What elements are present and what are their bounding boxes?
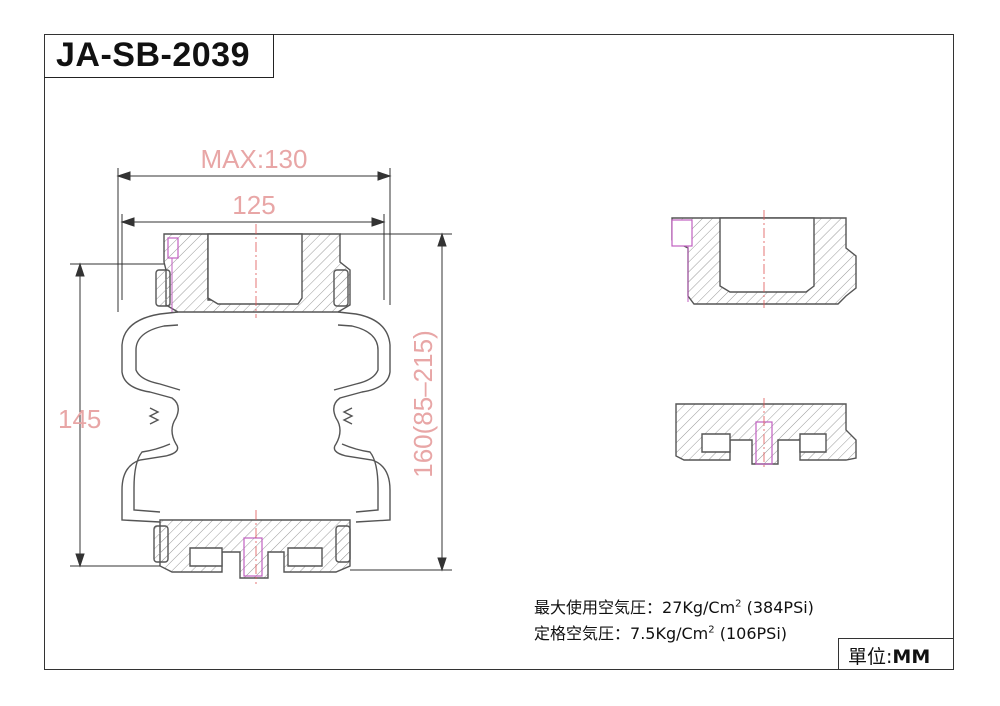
dimension-width: 125 xyxy=(232,190,275,220)
rated-pressure-value: 7.5Kg/Cm xyxy=(630,624,709,643)
clamp-ring-bottom-right xyxy=(335,525,351,563)
bottom-cap-detail-view xyxy=(675,403,857,465)
title-block xyxy=(44,34,274,78)
dimension-lines xyxy=(70,168,452,572)
drawing-frame xyxy=(44,34,954,670)
bottom-cap-recess xyxy=(189,547,323,567)
main-assembly-view xyxy=(121,233,391,579)
unit-block xyxy=(838,638,954,670)
top-cap-cavity xyxy=(207,233,303,305)
max-pressure-spec: 最大使用空気圧：27Kg/Cm2 (384PSi) xyxy=(534,594,814,618)
clamp-ring-top-right xyxy=(333,269,349,307)
bellows-outline xyxy=(121,311,391,523)
unit-label-text: 單位: xyxy=(848,646,893,668)
part-number-title: JA-SB-2039 xyxy=(56,36,250,74)
max-pressure-psi: (384PSi) xyxy=(741,598,814,617)
rated-pressure-exponent: 2 xyxy=(708,624,715,636)
top-port-insert xyxy=(167,237,179,259)
clamp-ring-top-left xyxy=(155,269,171,307)
dimension-max-width: MAX:130 xyxy=(201,144,308,174)
max-pressure-exponent: 2 xyxy=(735,598,742,610)
unit-label: 單位:MM xyxy=(848,642,930,669)
clamp-ring-bottom-left xyxy=(153,525,169,563)
rated-pressure-label: 定格空気圧： xyxy=(534,624,631,643)
bellows-rib-right xyxy=(342,407,354,425)
dimension-height-right: 160(85–215) xyxy=(408,330,438,477)
max-pressure-label: 最大使用空気圧： xyxy=(534,598,663,617)
rated-pressure-psi: (106PSi) xyxy=(714,624,787,643)
dimension-height-left: 145 xyxy=(58,404,101,434)
bellows-rib-left xyxy=(148,407,160,425)
max-pressure-value: 27Kg/Cm xyxy=(662,598,736,617)
unit-value: MM xyxy=(892,646,931,668)
bottom-port-insert xyxy=(243,537,263,577)
rated-pressure-spec: 定格空気圧：7.5Kg/Cm2 (106PSi) xyxy=(534,620,787,644)
